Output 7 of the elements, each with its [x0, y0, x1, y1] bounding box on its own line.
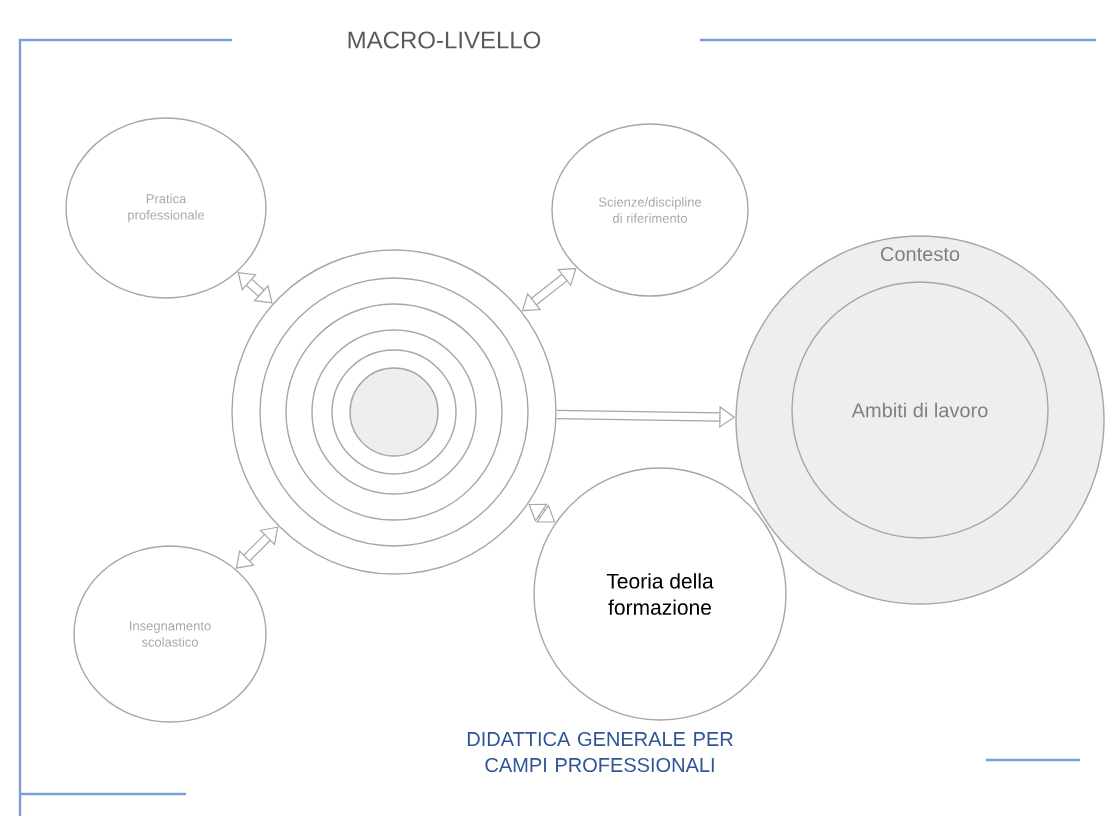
- block-arrow: [528, 503, 556, 523]
- ellipse-node: Teoria della formazione: [533, 467, 787, 721]
- caption: DIDATTICA GENERALE PER CAMPI PROFESSIONALI: [467, 731, 733, 773]
- ellipse-node: Ambiti di lavoro: [791, 281, 1049, 539]
- target-circle: [231, 249, 557, 575]
- title: MACRO-LIVELLO: [348, 31, 541, 49]
- block-arrow: [235, 526, 279, 569]
